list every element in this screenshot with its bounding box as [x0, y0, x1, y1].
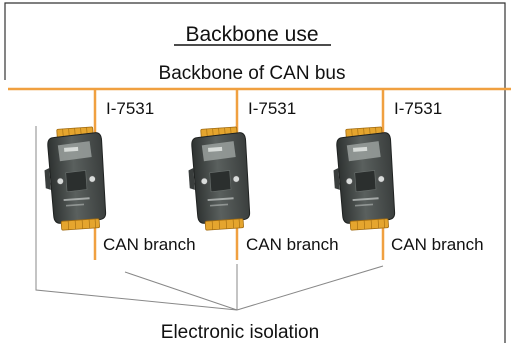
module-2-model-label: I-7531: [248, 99, 296, 118]
isolation-label: Electronic isolation: [161, 322, 319, 343]
module-1-branch-label: CAN branch: [103, 235, 196, 254]
diagram-title: Backbone use: [185, 23, 318, 46]
module-1-model-label: I-7531: [106, 99, 154, 118]
module-2: I-7531 CAN branch: [185, 89, 339, 260]
module-2-branch-label: CAN branch: [246, 235, 339, 254]
module-1: I-7531 CAN branch: [41, 89, 196, 260]
backbone-label: Backbone of CAN bus: [159, 63, 346, 84]
frame-border: [4, 2, 506, 343]
isolation-lines: [35, 126, 384, 311]
module-3-branch-label: CAN branch: [391, 235, 484, 254]
module-3: I-7531 CAN branch: [330, 89, 484, 260]
module-3-model-label: I-7531: [394, 99, 442, 118]
